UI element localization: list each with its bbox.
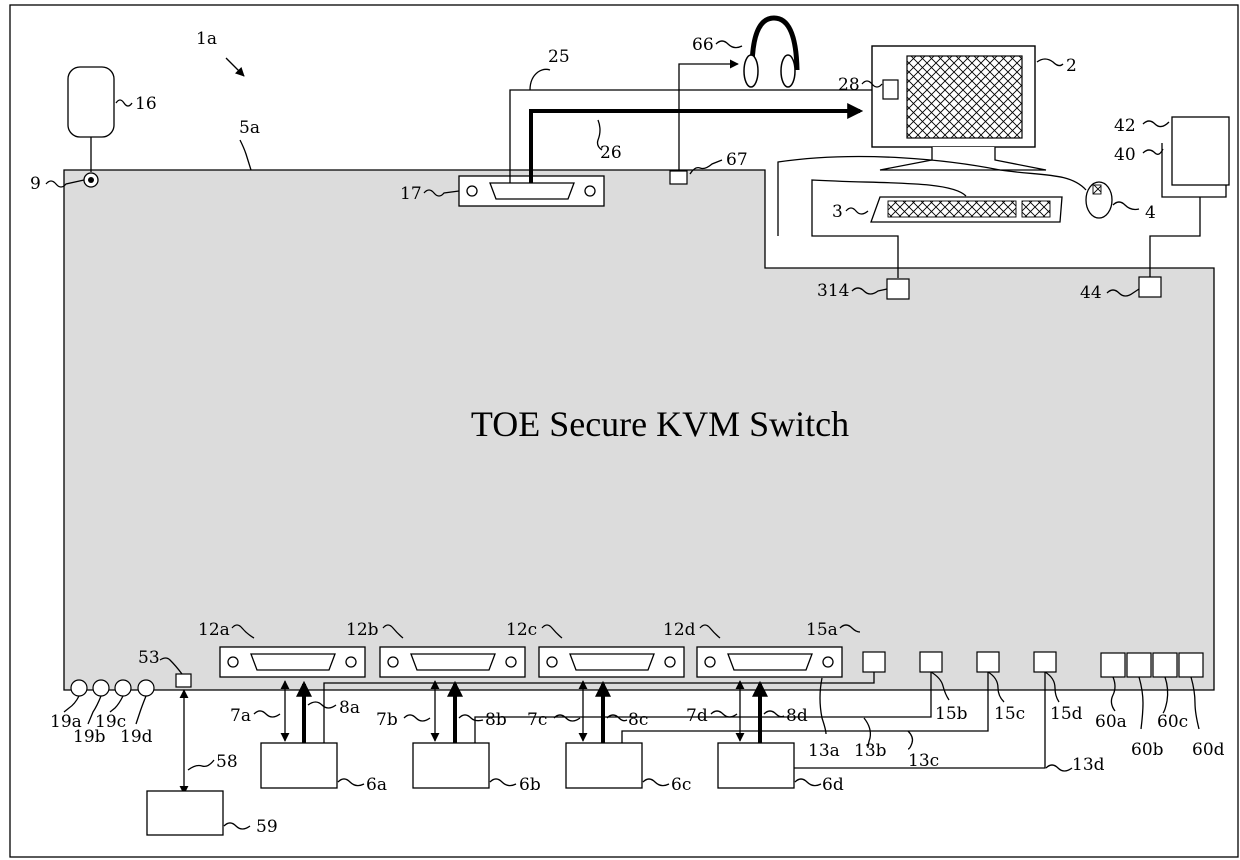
label-7c: 7c [527, 710, 547, 730]
label-7d: 7d [686, 706, 708, 726]
usb-port-15c [976, 651, 1000, 673]
usb-port-15b [919, 651, 943, 673]
label-25: 25 [548, 47, 570, 67]
label-2: 2 [1066, 56, 1077, 76]
arrow-1a [225, 57, 245, 77]
led-19b [92, 679, 110, 697]
label-12c: 12c [506, 620, 537, 640]
label-7a: 7a [230, 706, 251, 726]
led-19d [137, 679, 155, 697]
label-60c: 60c [1157, 712, 1188, 732]
port-60b [1126, 652, 1152, 678]
keyboard-icon [870, 196, 1063, 223]
label-15a: 15a [806, 620, 838, 640]
led-19c [114, 679, 132, 697]
label-15c: 15c [994, 704, 1025, 724]
label-66: 66 [692, 35, 714, 55]
link-13a [323, 672, 875, 743]
label-12b: 12b [346, 620, 379, 640]
label-15d: 15d [1050, 704, 1083, 724]
label-6d: 6d [822, 775, 844, 795]
label-28: 28 [838, 75, 860, 95]
link-13b [474, 672, 932, 743]
label-3: 3 [832, 202, 843, 222]
mouse-icon [1085, 181, 1113, 219]
label-8a: 8a [339, 698, 360, 718]
label-13b: 13b [854, 741, 887, 761]
label-17: 17 [400, 184, 422, 204]
label-8b: 8b [485, 710, 507, 730]
label-53: 53 [138, 648, 160, 668]
host-6c [565, 742, 643, 789]
link-13d [794, 672, 1046, 769]
label-16: 16 [135, 94, 157, 114]
switch-body [63, 169, 1215, 691]
label-19c: 19c [95, 712, 126, 732]
label-44: 44 [1080, 283, 1102, 303]
label-40: 40 [1114, 145, 1136, 165]
host-connector-12c [538, 646, 685, 678]
port-60a [1100, 652, 1126, 678]
host-6a [260, 742, 338, 789]
label-12d: 12d [663, 620, 696, 640]
host-6b [412, 742, 490, 789]
label-19d: 19d [120, 727, 153, 747]
host-6d [717, 742, 795, 789]
label-9: 9 [30, 174, 41, 194]
host-connector-12a [219, 646, 366, 678]
label-60d: 60d [1192, 740, 1225, 760]
label-19a: 19a [50, 712, 82, 732]
led-19a [70, 679, 88, 697]
host-connector-12b [379, 646, 526, 678]
label-8d: 8d [786, 706, 808, 726]
label-1a: 1a [196, 29, 217, 49]
link-26 [529, 103, 864, 183]
label-314: 314 [817, 281, 849, 301]
label-19b: 19b [73, 727, 106, 747]
label-6a: 6a [366, 775, 387, 795]
label-15b: 15b [935, 704, 968, 724]
authentication-device [67, 66, 115, 138]
label-6b: 6b [519, 775, 541, 795]
port-60c [1152, 652, 1178, 678]
audio-link [678, 59, 739, 171]
link-13c [621, 672, 989, 743]
port-60d [1178, 652, 1204, 678]
monitor-port-28 [882, 79, 899, 100]
smart-card-reader-icon [1161, 116, 1230, 198]
label-13a: 13a [808, 741, 840, 761]
label-26: 26 [600, 143, 622, 163]
port-53 [175, 673, 192, 688]
switch-title: TOE Secure KVM Switch [471, 404, 849, 444]
usb-port-314 [886, 278, 910, 300]
label-5a: 5a [239, 118, 260, 138]
label-59: 59 [256, 817, 278, 837]
label-60a: 60a [1095, 712, 1127, 732]
link-25 [509, 89, 890, 183]
port-44 [1138, 276, 1162, 298]
audio-port-67 [669, 170, 688, 185]
headphones-icon [743, 15, 800, 88]
label-13d: 13d [1072, 755, 1105, 775]
label-7b: 7b [376, 710, 398, 730]
device-59 [146, 790, 224, 836]
label-58: 58 [216, 752, 238, 772]
label-6c: 6c [671, 775, 691, 795]
monitor-icon [871, 45, 1047, 171]
usb-port-15d [1033, 651, 1057, 673]
label-13c: 13c [908, 751, 939, 771]
label-60b: 60b [1131, 740, 1164, 760]
label-12a: 12a [198, 620, 230, 640]
host-connector-12d [696, 646, 843, 678]
label-42: 42 [1114, 116, 1136, 136]
label-4: 4 [1145, 203, 1156, 223]
label-67: 67 [726, 150, 748, 170]
usb-port-15a [862, 651, 886, 673]
label-8c: 8c [628, 710, 648, 730]
